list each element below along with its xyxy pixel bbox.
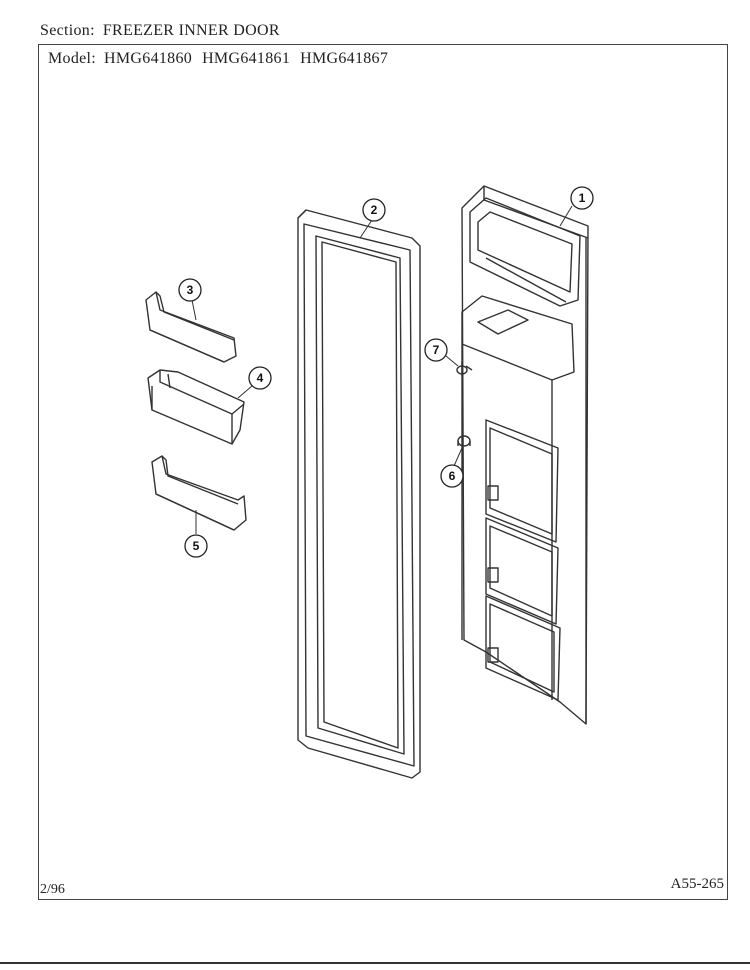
- inner-door-liner: [461, 185, 589, 725]
- callout-2-label: 2: [371, 203, 378, 217]
- callout-2: 2: [362, 198, 386, 222]
- callout-1-label: 1: [579, 191, 586, 205]
- model-number-2: HMG641861: [202, 50, 291, 67]
- diagram-frame: [38, 44, 728, 900]
- callout-4: 4: [248, 366, 272, 390]
- screw: [456, 362, 473, 376]
- callout-6: 6: [440, 464, 464, 488]
- callout-1: 1: [570, 186, 594, 210]
- drawing-number: A55-265: [670, 876, 724, 892]
- door-gasket: [297, 209, 421, 779]
- bottom-rule: [0, 962, 750, 964]
- callout-3-label: 3: [187, 283, 194, 297]
- model-label: Model:: [48, 50, 97, 67]
- callout-5-label: 5: [193, 539, 200, 553]
- section-label: Section:: [40, 22, 95, 39]
- callout-7-label: 7: [433, 343, 440, 357]
- callout-4-label: 4: [257, 371, 264, 385]
- model-number-3: HMG641867: [300, 50, 389, 67]
- callout-6-label: 6: [449, 469, 456, 483]
- model-heading: Model: HMG641860 HMG641861 HMG641867: [48, 50, 398, 68]
- date-code: 2/96: [40, 882, 65, 897]
- model-number-1: HMG641860: [104, 50, 193, 67]
- door-shelf: [151, 455, 247, 531]
- callout-5: 5: [184, 534, 208, 558]
- plug: [457, 435, 471, 447]
- shelf-bar: [145, 291, 237, 363]
- callout-3: 3: [178, 278, 202, 302]
- section-heading: Section: FREEZER INNER DOOR: [40, 22, 280, 40]
- callout-7: 7: [424, 338, 448, 362]
- leader-lines: [191, 205, 573, 534]
- door-bin: [147, 369, 245, 445]
- section-value: FREEZER INNER DOOR: [102, 22, 280, 39]
